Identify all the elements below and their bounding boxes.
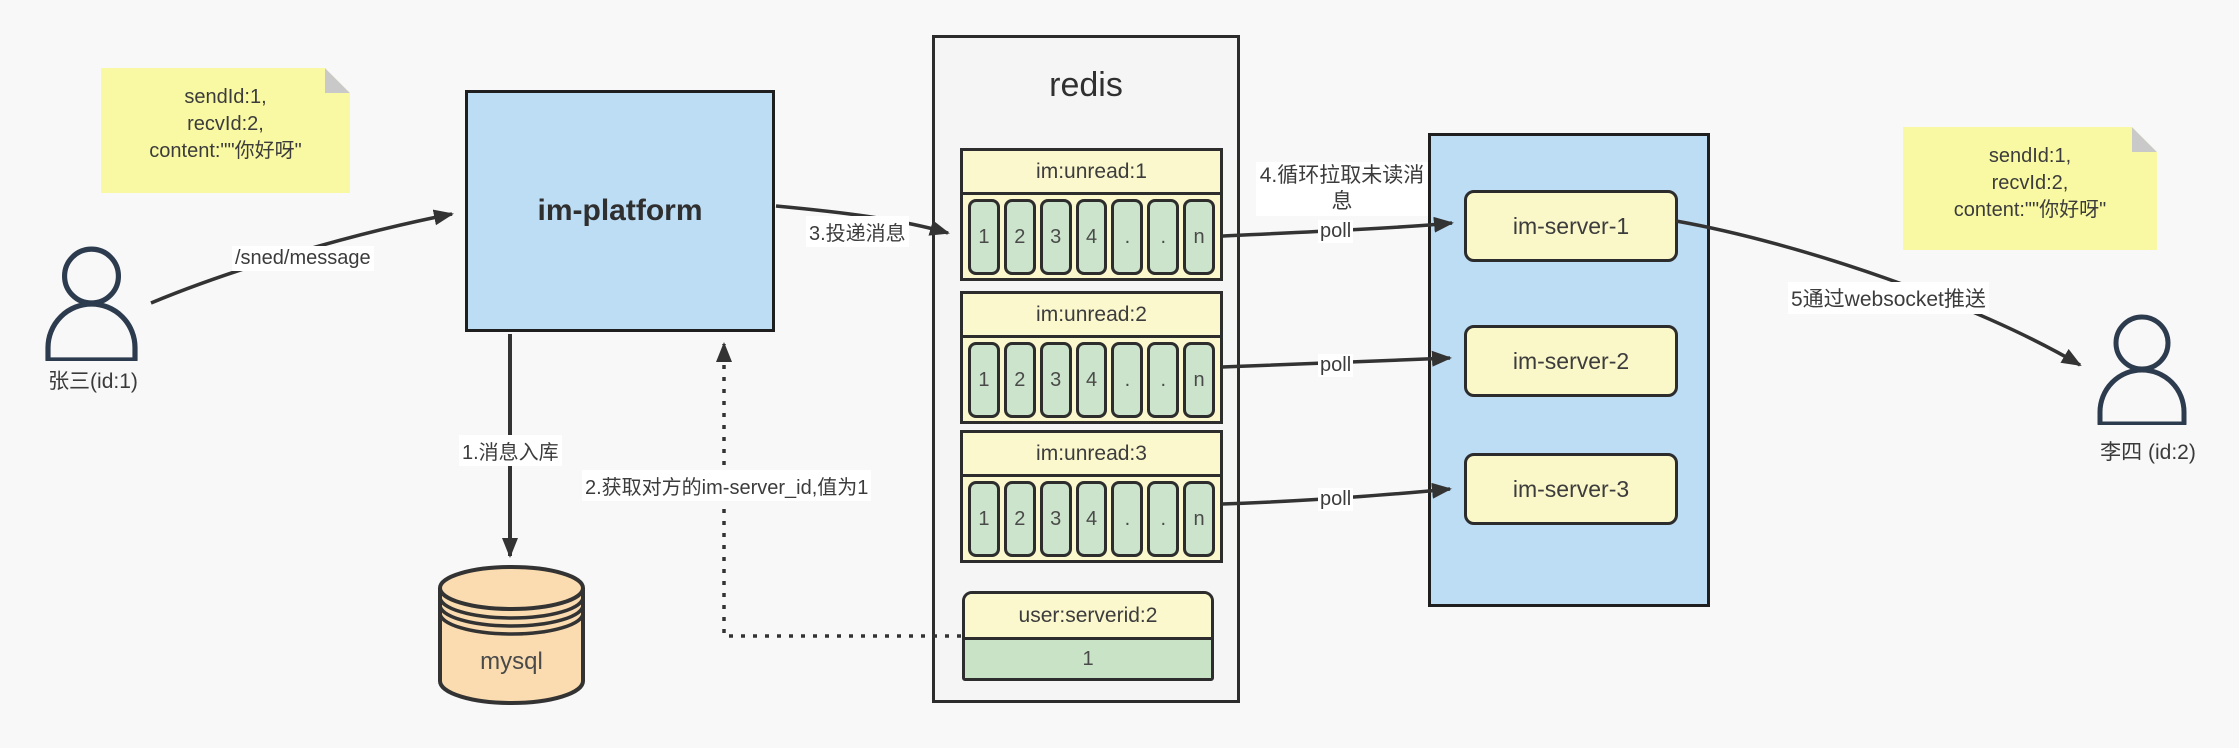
user-person-icon <box>34 245 149 361</box>
kv-key: user:serverid:2 <box>965 594 1211 640</box>
queue-cells: 1 2 3 4 . . n <box>963 195 1220 275</box>
queue-cell: n <box>1183 199 1216 275</box>
sticky-note-left: sendId:1, recvId:2, content:""你好呀" <box>101 68 350 193</box>
unread-list-key: im:unread:3 <box>963 433 1220 477</box>
queue-cells: 1 2 3 4 . . n <box>963 338 1220 418</box>
step5-label: 5通过websocket推送 <box>1788 282 1989 314</box>
queue-cells: 1 2 3 4 . . n <box>963 477 1220 557</box>
user-person-icon <box>2086 313 2198 425</box>
queue-cell: . <box>1111 481 1144 557</box>
queue-cell: n <box>1183 342 1216 418</box>
im-server-1-node: im-server-1 <box>1464 190 1678 262</box>
database-cylinder-icon <box>438 565 585 705</box>
note-line: content:""你好呀" <box>149 140 302 162</box>
queue-cell: 2 <box>1003 481 1036 557</box>
queue-cell: . <box>1147 342 1180 418</box>
im-platform-label: im-platform <box>537 194 703 227</box>
step4-label: 4.循环拉取未读消息 <box>1256 162 1428 216</box>
queue-cell: . <box>1111 199 1144 275</box>
poll-label: poll <box>1318 354 1354 377</box>
queue-cell: 2 <box>1003 199 1036 275</box>
redis-title: redis <box>1049 66 1123 104</box>
queue-cell: 4 <box>1075 342 1108 418</box>
note-fold-icon <box>2132 127 2157 152</box>
unread-list-key: im:unread:2 <box>963 294 1220 338</box>
note-line: recvId:2, <box>187 113 264 135</box>
poll-label: poll <box>1318 220 1354 243</box>
redis-container: redis im:unread:1 1 2 3 4 . . n im:unrea… <box>932 35 1240 703</box>
sticky-note-right: sendId:1, recvId:2, content:""你好呀" <box>1903 127 2157 250</box>
step1-label: 1.消息入库 <box>459 435 562 466</box>
unread-list-key: im:unread:1 <box>963 151 1220 195</box>
poll-label: poll <box>1318 488 1354 511</box>
mysql-database-node: mysql <box>435 563 588 708</box>
queue-cell: 3 <box>1039 199 1072 275</box>
note-line: sendId:1, <box>184 86 267 108</box>
send-path-label: /sned/message <box>232 246 374 271</box>
queue-cell: 3 <box>1039 481 1072 557</box>
im-platform-node: im-platform <box>465 90 775 332</box>
unread-list-2: im:unread:2 1 2 3 4 . . n <box>960 291 1223 424</box>
queue-cell: 4 <box>1075 199 1108 275</box>
note-line: sendId:1, <box>1988 145 2072 167</box>
queue-cell: 2 <box>1003 342 1036 418</box>
note-line: content:""你好呀" <box>1953 199 2107 221</box>
queue-cell: 1 <box>968 199 1000 275</box>
queue-cell: . <box>1111 342 1144 418</box>
queue-cell: 1 <box>968 342 1000 418</box>
step2-label: 2.获取对方的im-server_id,值为1 <box>582 470 872 501</box>
queue-cell: 1 <box>968 481 1000 557</box>
unread-list-1: im:unread:1 1 2 3 4 . . n <box>960 148 1223 281</box>
receiver-name-label: 李四 (id:2) <box>2100 441 2196 464</box>
im-server-2-node: im-server-2 <box>1464 325 1678 397</box>
im-server-3-node: im-server-3 <box>1464 453 1678 525</box>
kv-value: 1 <box>1082 648 1094 670</box>
unread-list-3: im:unread:3 1 2 3 4 . . n <box>960 430 1223 563</box>
mysql-label: mysql <box>480 648 543 675</box>
queue-cell: 4 <box>1075 481 1108 557</box>
step3-label: 3.投递消息 <box>806 216 909 247</box>
queue-cell: n <box>1183 481 1216 557</box>
sender-name-label: 张三(id:1) <box>48 370 138 393</box>
note-line: recvId:2, <box>1991 172 2069 194</box>
queue-cell: . <box>1147 199 1180 275</box>
queue-cell: 3 <box>1039 342 1072 418</box>
user-serverid-kv: user:serverid:2 1 <box>962 591 1214 681</box>
im-server-cluster: im-server-1 im-server-2 im-server-3 <box>1428 133 1710 607</box>
queue-cell: . <box>1147 481 1180 557</box>
note-fold-icon <box>325 68 350 93</box>
